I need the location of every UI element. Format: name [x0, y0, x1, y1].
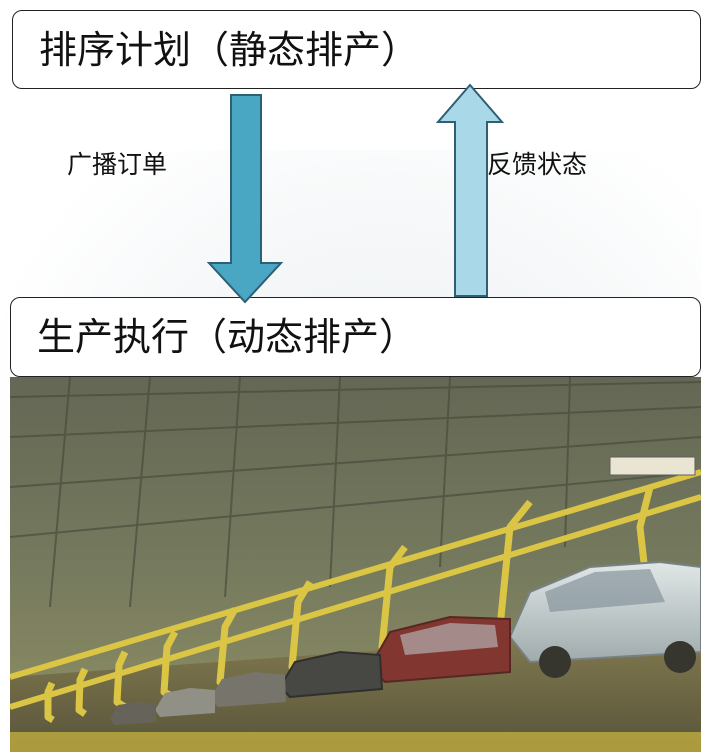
schedule-plan-title: 排序计划（静态排产）: [39, 27, 420, 72]
feedback-status-label: 反馈状态: [487, 150, 588, 179]
broadcast-order-label: 广播订单: [67, 150, 168, 179]
production-execution-box: 生产执行（动态排产）: [10, 297, 701, 377]
production-execution-title: 生产执行（动态排产）: [37, 315, 418, 359]
broadcast-order-arrow: [206, 94, 284, 304]
schedule-plan-box: 排序计划（静态排产）: [12, 10, 701, 89]
car-assembly-line-photo: [10, 377, 701, 752]
feedback-status-arrow: [435, 83, 505, 297]
